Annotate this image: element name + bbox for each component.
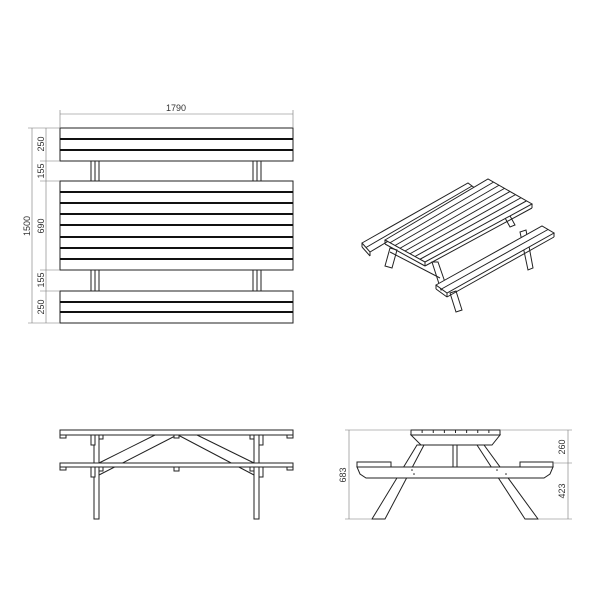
isometric-view (361, 178, 556, 313)
slat-gap-line (409, 194, 516, 255)
top-view: 1790 1500 250 155 690 155 250 (22, 103, 294, 324)
slat-gap-line (389, 181, 494, 244)
side-leg-left (371, 444, 425, 520)
slat-gap-line (441, 229, 549, 290)
dim-seat-height: 423 (557, 483, 567, 498)
side-bolts (411, 469, 507, 475)
leg-supports (90, 160, 262, 292)
slats (421, 430, 490, 433)
front-bench-bar (59, 462, 294, 468)
dim-overall-width: 1790 (166, 103, 186, 113)
dimension-lines (28, 110, 294, 324)
side-seat-right (519, 461, 554, 468)
side-leg-right (476, 444, 539, 520)
dim-gap-bottom: 155 (36, 272, 46, 287)
bench-top-far (59, 127, 294, 162)
side-view: 683 260 423 (338, 429, 572, 520)
bench-top-near (59, 290, 294, 324)
slat-gap-line (394, 184, 500, 246)
side-center-post (452, 444, 458, 468)
slats (60, 138, 293, 151)
front-table-top (59, 429, 294, 436)
slats (441, 229, 549, 290)
dim-overall-height: 683 (338, 467, 348, 482)
side-dimension-lines (345, 429, 572, 520)
side-bench-bar (356, 466, 554, 479)
dim-overall-depth: 1500 (22, 216, 32, 236)
front-blocks (59, 434, 294, 478)
side-apron (409, 434, 502, 446)
side-seat-left (356, 461, 392, 468)
dim-bench-depth-top: 250 (36, 136, 46, 151)
front-leg-right (253, 434, 260, 520)
front-braces (98, 434, 255, 476)
slats (60, 301, 293, 313)
slats (365, 185, 473, 248)
slat-gap-line (419, 200, 527, 260)
slats (60, 191, 293, 260)
slat-gap-line (404, 191, 511, 252)
dim-gap-top: 155 (36, 163, 46, 178)
slat-gap-line (414, 197, 522, 257)
dim-table-depth: 690 (36, 218, 46, 233)
slat-gap-line (399, 187, 505, 249)
slats (389, 181, 527, 260)
slat-gap-line (365, 185, 473, 248)
dim-table-above-seat: 260 (557, 439, 567, 454)
front-view (59, 429, 294, 520)
dim-bench-depth-bottom: 250 (36, 299, 46, 314)
